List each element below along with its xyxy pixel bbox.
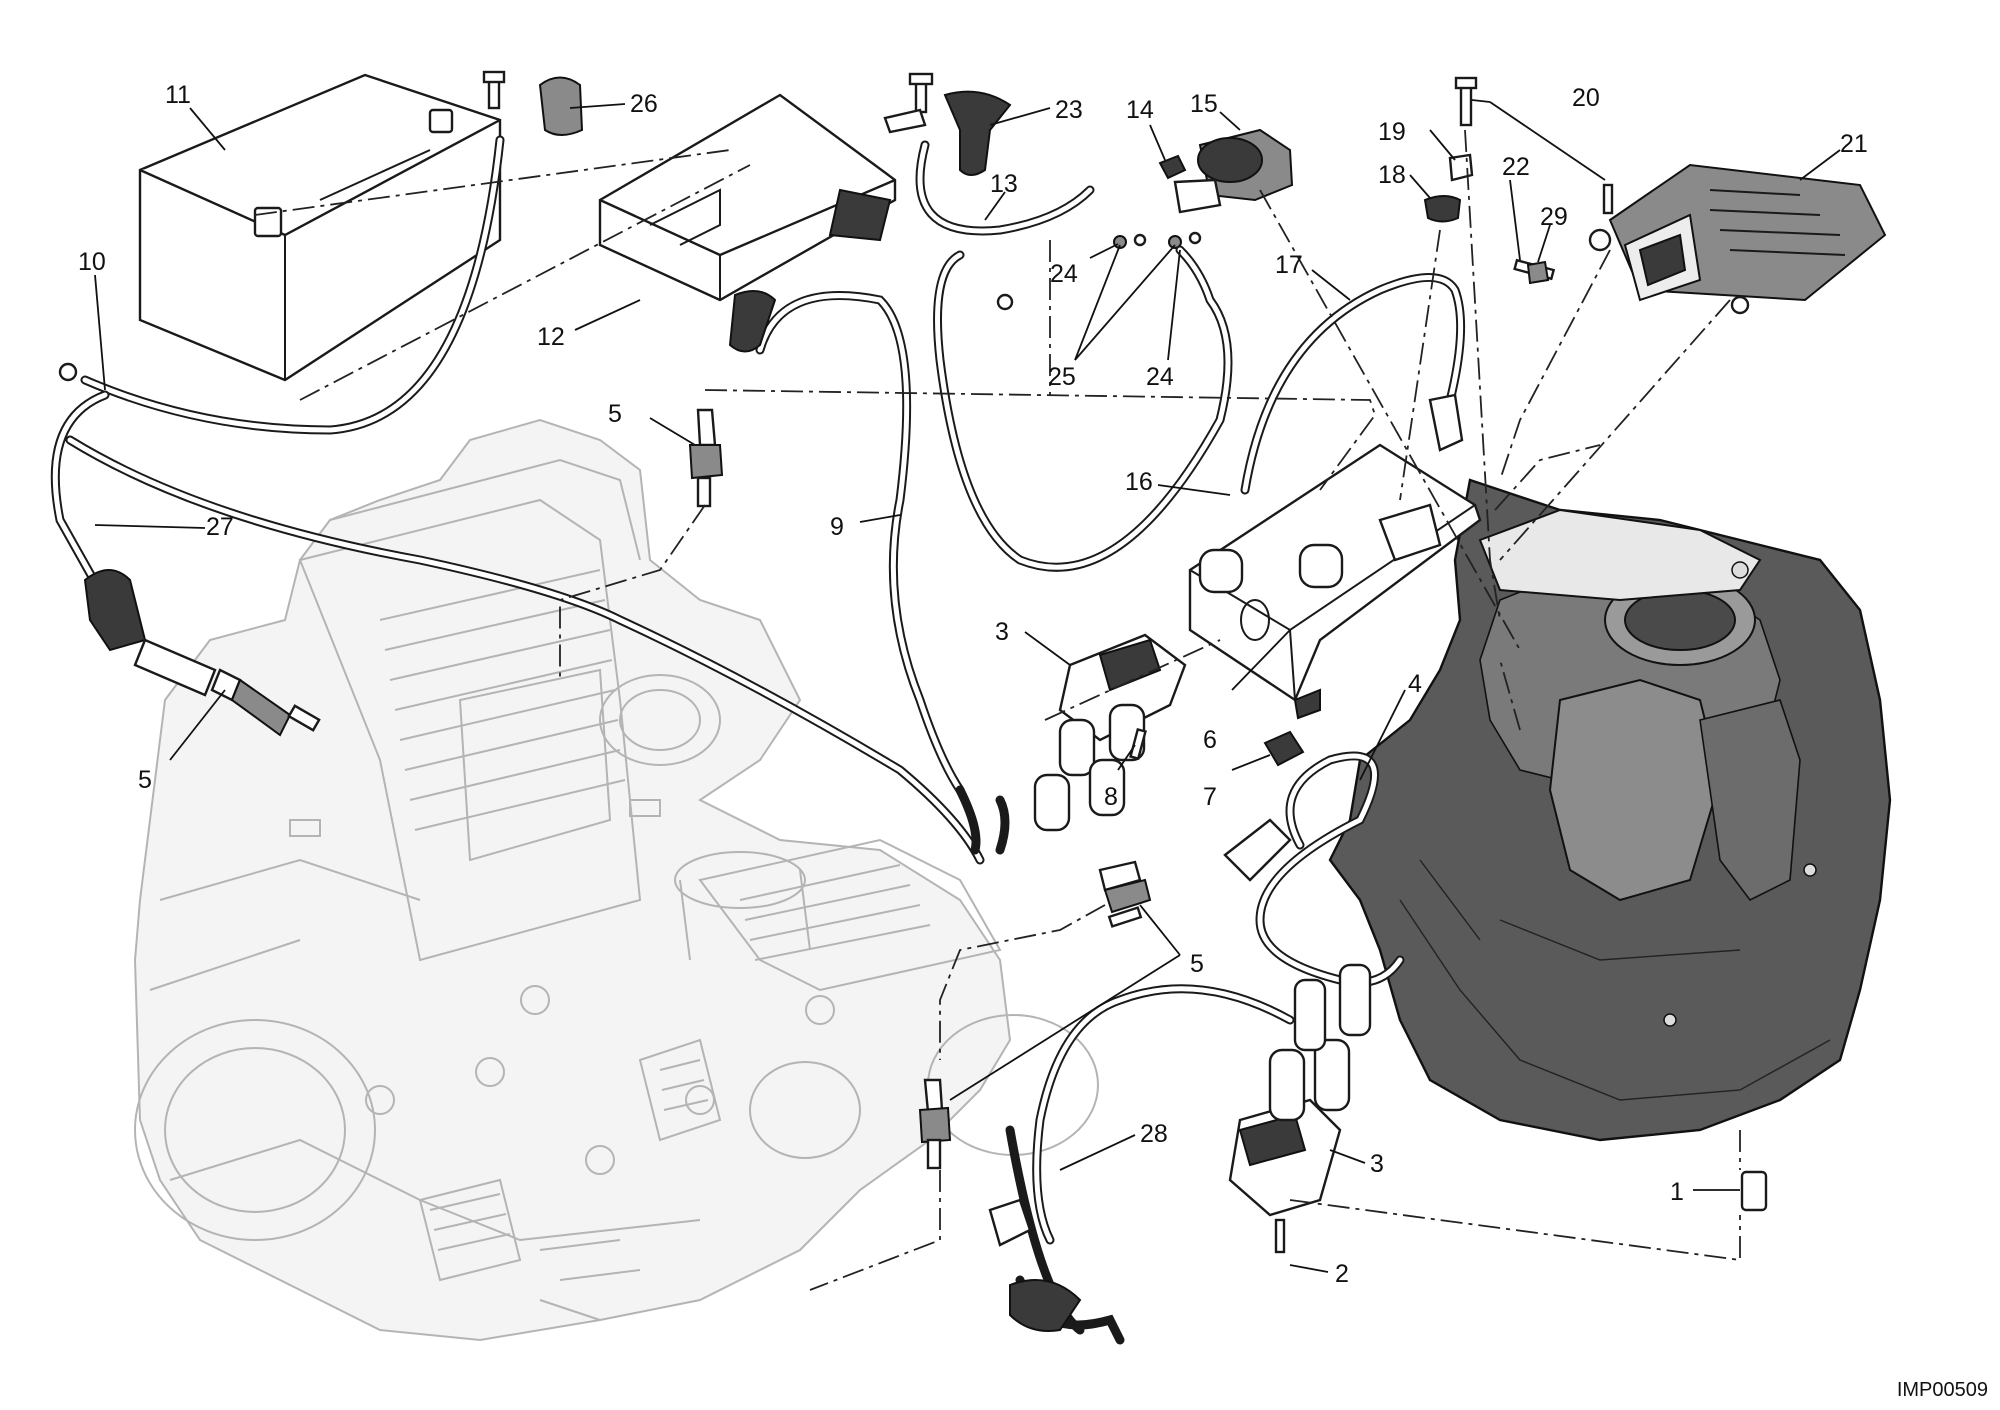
battery <box>138 73 502 382</box>
battery-tray <box>598 93 897 302</box>
fuse <box>1158 154 1187 180</box>
callout-3-b: 3 <box>1370 1150 1384 1178</box>
callout-5-c: 5 <box>1190 950 1204 978</box>
callout-20: 20 <box>1572 84 1600 112</box>
coil-screw <box>1129 727 1147 761</box>
screw-20a <box>1454 76 1478 127</box>
callout-27: 27 <box>206 513 234 541</box>
spark-cap-right <box>1223 818 1292 882</box>
spark-plug-2 <box>210 668 321 737</box>
battery-screw <box>482 70 506 110</box>
callout-2: 2 <box>1335 1260 1349 1288</box>
callout-3-a: 3 <box>995 618 1009 646</box>
spacer <box>1740 1170 1768 1212</box>
coil-bracket <box>1188 443 1482 720</box>
callout-28: 28 <box>1140 1120 1168 1148</box>
callout-4: 4 <box>1408 670 1422 698</box>
callout-23: 23 <box>1055 96 1083 124</box>
positive-cap <box>943 90 1012 176</box>
spark-cap-left <box>83 569 147 652</box>
ignition-cable-b <box>933 245 1233 572</box>
rubber-pad <box>1263 730 1305 767</box>
spark-cap-lower <box>988 1198 1032 1247</box>
callout-7: 7 <box>1203 783 1217 811</box>
callout-19: 19 <box>1378 118 1406 146</box>
callout-17: 17 <box>1275 251 1303 279</box>
callout-25: 25 <box>1048 363 1076 391</box>
callout-16: 16 <box>1125 468 1153 496</box>
callout-29: 29 <box>1540 203 1568 231</box>
alignment-lines <box>254 129 1741 1291</box>
starter-cable <box>50 390 110 605</box>
callout-13: 13 <box>990 170 1018 198</box>
engine-ghost <box>133 418 1099 1342</box>
coil-screw-lower <box>1274 1218 1286 1254</box>
callouts: 11 26 23 13 14 15 20 19 18 22 29 21 10 1… <box>78 81 1868 1288</box>
image-code: IMP00509 <box>1896 1379 1988 1401</box>
airbox <box>1328 478 1892 1142</box>
callout-5-b: 5 <box>138 766 152 794</box>
terminal-cap <box>538 76 584 136</box>
starter-relay <box>1173 128 1294 214</box>
callout-18: 18 <box>1378 161 1406 189</box>
ignition-coil-lower <box>1228 963 1372 1217</box>
leader-lines <box>94 99 1841 1273</box>
callout-9: 9 <box>830 513 844 541</box>
voltage-regulator <box>1588 163 1887 315</box>
callout-10: 10 <box>78 248 106 276</box>
coil-lead-b <box>995 795 1010 855</box>
callout-26: 26 <box>630 90 658 118</box>
callout-15: 15 <box>1190 90 1218 118</box>
spark-plug-3 <box>1098 860 1152 928</box>
coil-lead-a <box>955 785 981 855</box>
callout-24-b: 24 <box>1146 363 1174 391</box>
callout-14: 14 <box>1126 96 1154 124</box>
grommet <box>1423 195 1462 223</box>
callout-12: 12 <box>537 323 565 351</box>
nuts-washers <box>1113 231 1202 249</box>
callout-11: 11 <box>165 81 191 109</box>
callout-8: 8 <box>1104 783 1118 811</box>
spark-cap-top <box>728 290 777 353</box>
screw-20b <box>1602 183 1614 215</box>
callout-24-a: 24 <box>1050 260 1078 288</box>
spark-plug-1 <box>688 408 724 508</box>
callout-1: 1 <box>1670 1178 1684 1206</box>
callout-21: 21 <box>1840 130 1868 158</box>
callout-5-a: 5 <box>608 400 622 428</box>
spark-plug-4 <box>918 1078 952 1170</box>
ignition-coil-upper <box>1033 633 1187 832</box>
callout-6: 6 <box>1203 726 1217 754</box>
nut-29 <box>1526 260 1550 285</box>
callout-22: 22 <box>1502 153 1530 181</box>
